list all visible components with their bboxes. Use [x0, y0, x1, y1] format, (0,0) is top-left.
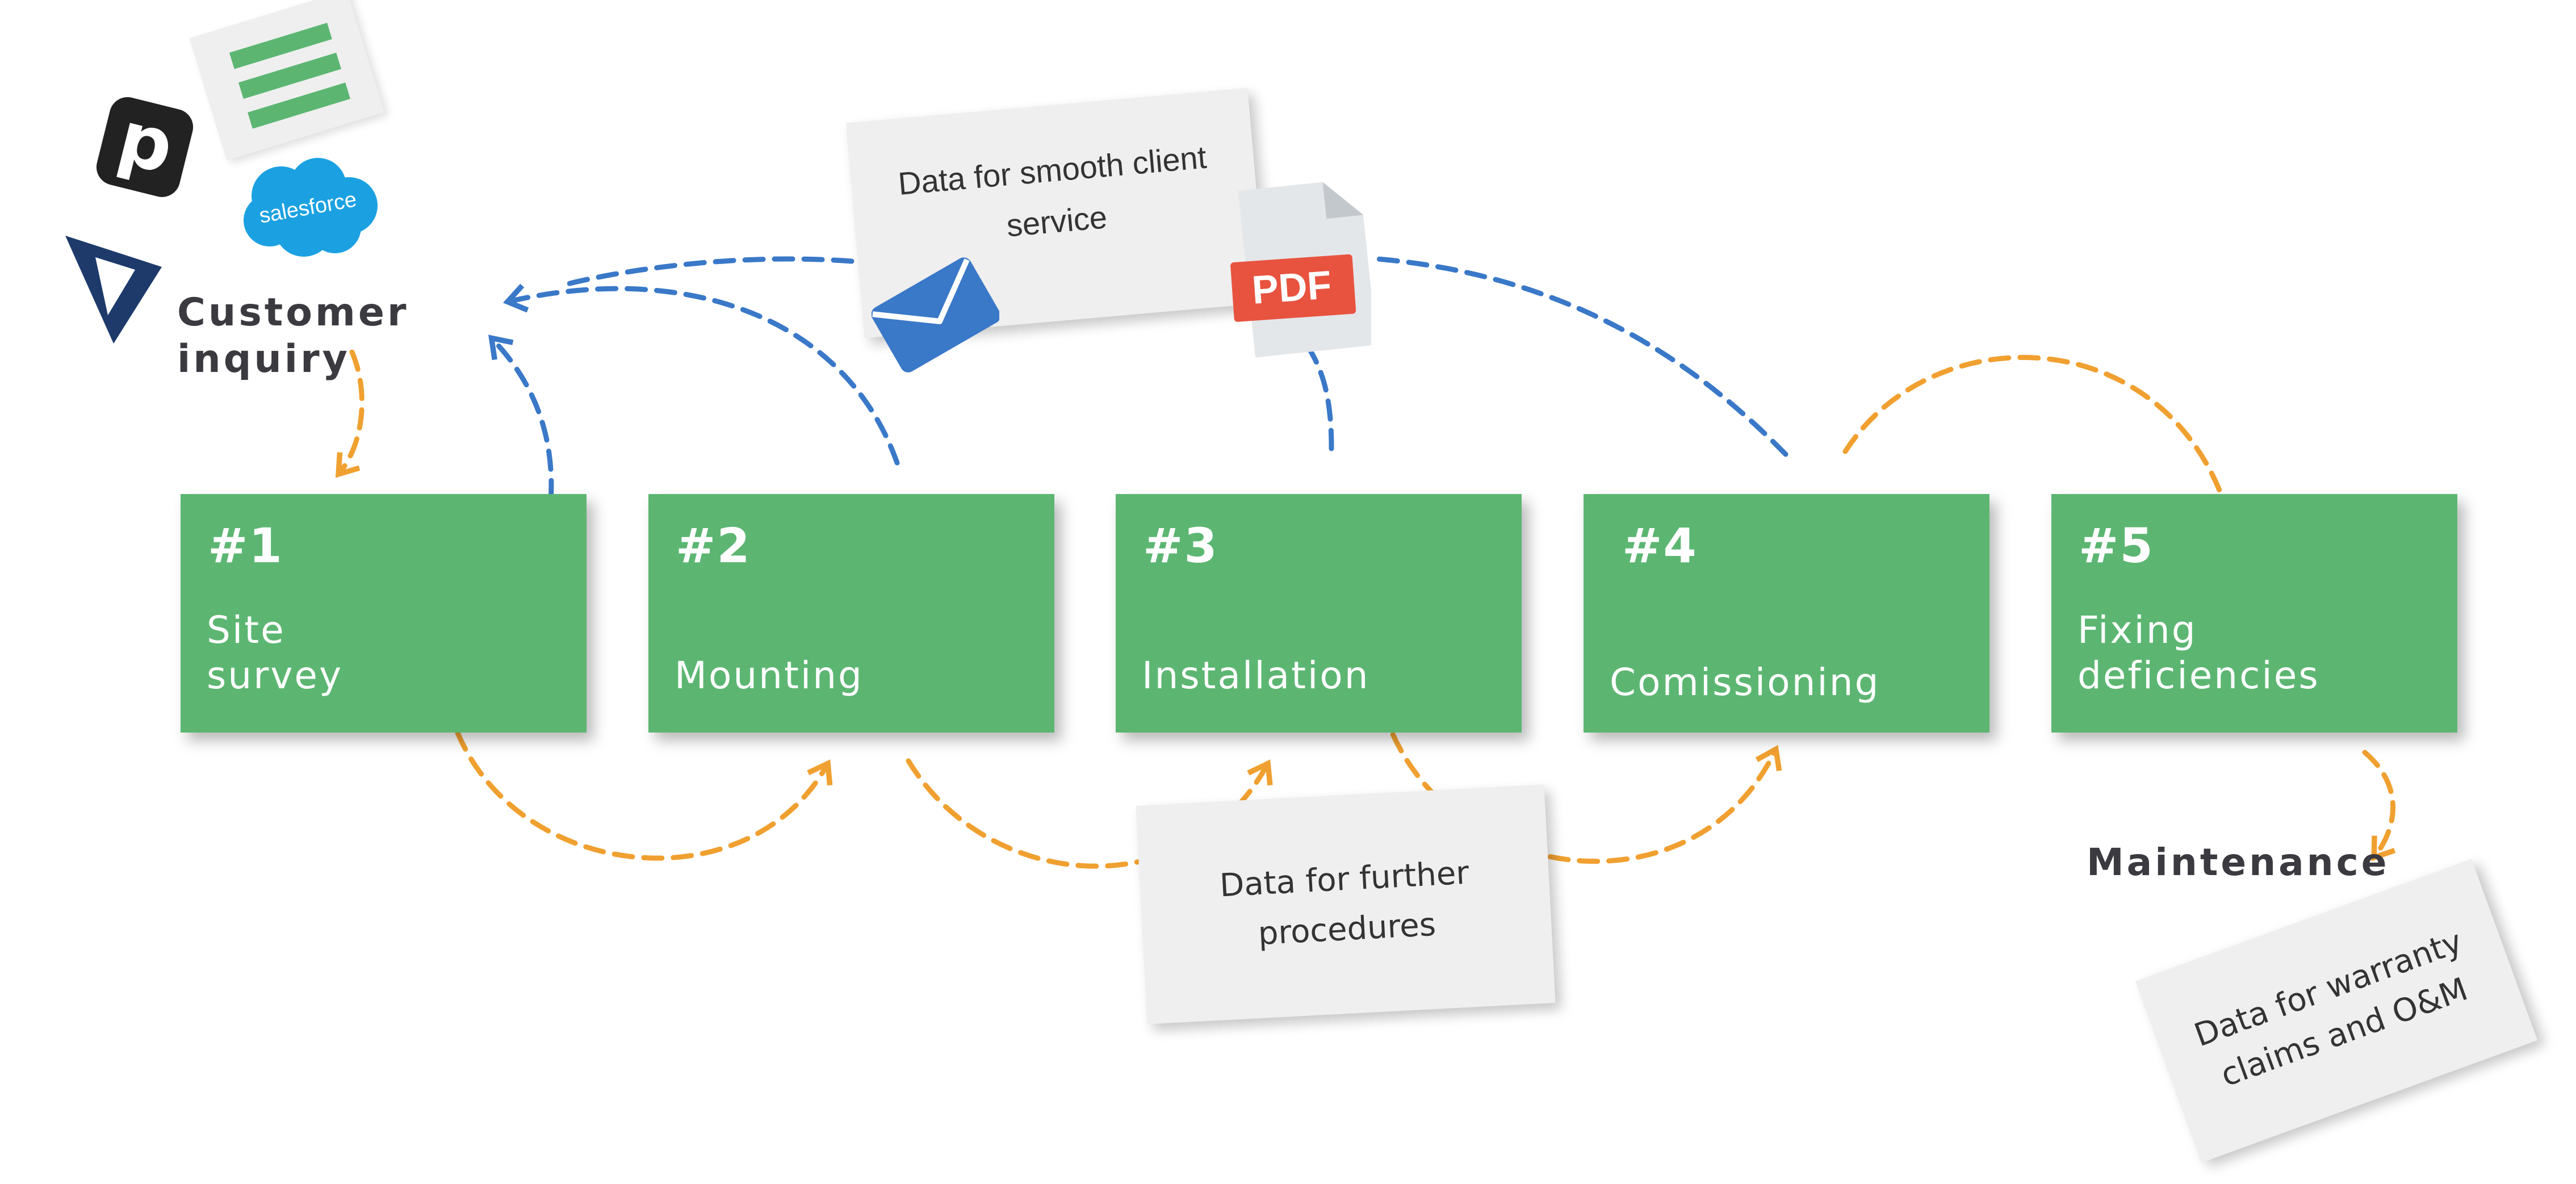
step-label: Comissioning [1610, 660, 1880, 704]
d-shaped-logo [65, 236, 162, 344]
step-label: Fixing deficiencies [2077, 608, 2320, 697]
step-4-comissioning: #4 Comissioning [1584, 494, 1989, 733]
step-1-site-survey: #1 Site survey [181, 494, 587, 733]
step3-data-arrow [1303, 341, 1334, 451]
step4-data-arrow [1368, 256, 1788, 457]
step-number: #5 [2079, 518, 2154, 574]
step-5-fixing-deficiencies: #5 Fixing deficiencies [2051, 494, 2457, 733]
step-number: #3 [1143, 518, 1218, 574]
step-label: Site survey [207, 608, 344, 697]
step5-to-maintenance-arrow [2362, 750, 2396, 861]
step-number: #4 [1622, 518, 1698, 574]
email-icon [872, 257, 999, 373]
step2-data-arrow [502, 283, 900, 466]
client-data-arrow [565, 256, 855, 287]
step-number: #2 [676, 518, 751, 574]
inquiry-to-step1-arrow [335, 349, 365, 478]
step4-to-step5-arrow [1842, 354, 2254, 582]
pdf-label: PDF [1251, 262, 1333, 312]
step3-to-step4-arrow [1380, 704, 1782, 864]
step-number: #1 [208, 518, 283, 574]
customer-inquiry-label: Customer inquiry [177, 290, 409, 382]
maintenance-label: Maintenance [2087, 840, 2390, 884]
step-label: Installation [1142, 654, 1370, 697]
step-2-mounting: #2 Mounting [648, 494, 1054, 733]
step-label: Mounting [675, 654, 864, 697]
step-3-installation: #3 Installation [1116, 494, 1522, 733]
pdf-file-icon: PDF [1230, 182, 1371, 358]
salesforce-logo: salesforce [244, 158, 378, 257]
further-procedures-note: Data for further procedures [1136, 784, 1556, 1024]
